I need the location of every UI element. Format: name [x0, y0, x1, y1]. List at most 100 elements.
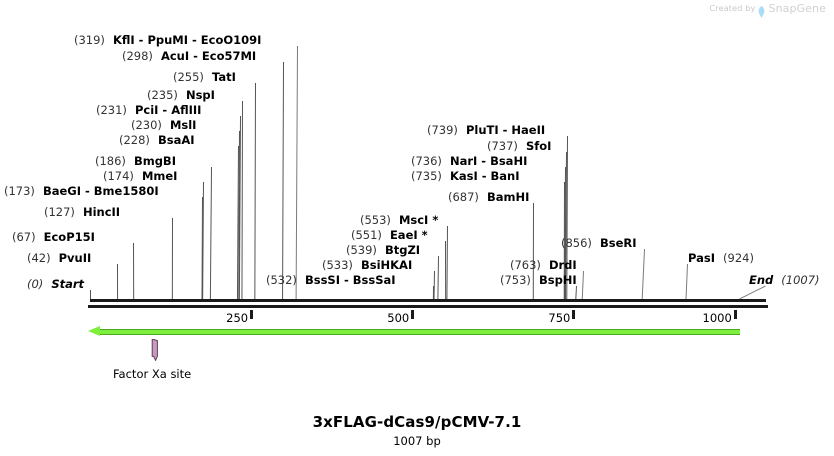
enzyme-site-position: (228) — [119, 133, 150, 147]
ruler-tick — [733, 310, 737, 319]
enzyme-site-name: Start — [51, 277, 85, 291]
enzyme-site-position: (298) — [122, 49, 153, 63]
enzyme-site-position: (1007) — [781, 273, 820, 287]
enzyme-site-name: PvuII — [58, 251, 92, 265]
enzyme-site-label[interactable]: (0) Start — [27, 278, 84, 290]
enzyme-site-label[interactable]: (235) NspI — [147, 89, 215, 101]
enzyme-site-name: BtgZI — [384, 243, 421, 257]
enzyme-site-label[interactable]: (127) HincII — [44, 206, 120, 218]
enzyme-leader-line — [202, 181, 204, 300]
enzyme-site-position: (255) — [173, 70, 204, 84]
enzyme-site-label[interactable]: (735) KasI - BanI — [411, 170, 520, 182]
enzyme-site-position: (42) — [27, 251, 51, 265]
snapgene-logo-icon — [758, 3, 765, 18]
enzyme-site-name: NarI - BsaHI — [449, 154, 528, 168]
enzyme-site-label[interactable]: (174) MmeI — [103, 170, 177, 182]
enzyme-site-name: BaeGI - Bme1580I — [42, 184, 159, 198]
enzyme-site-name: BseRI — [599, 236, 637, 250]
enzyme-site-position: (924) — [723, 251, 754, 265]
enzyme-site-position: (231) — [96, 103, 127, 117]
enzyme-site-label[interactable]: (228) BsaAI — [119, 134, 195, 146]
enzyme-site-position: (174) — [103, 169, 134, 183]
enzyme-site-name: BmgBI — [133, 154, 176, 168]
sequence-backbone-upper — [90, 299, 766, 302]
enzyme-site-name: PluTI - HaeII — [465, 123, 546, 137]
enzyme-site-position: (736) — [411, 154, 442, 168]
enzyme-site-position: (186) — [95, 154, 126, 168]
enzyme-site-position: (739) — [427, 123, 458, 137]
enzyme-site-position: (67) — [12, 230, 36, 244]
enzyme-site-name: MslI — [169, 118, 197, 132]
enzyme-site-label[interactable]: (533) BsiHKAI — [322, 259, 412, 271]
factor-xa-site-marker[interactable] — [148, 338, 162, 362]
enzyme-site-name: HincII — [82, 205, 121, 219]
enzyme-site-name: EaeI * — [389, 228, 428, 242]
enzyme-leader-line — [254, 82, 256, 300]
enzyme-site-label[interactable]: (231) PciI - AflIII — [96, 104, 201, 116]
enzyme-leader-line — [437, 255, 439, 300]
enzyme-site-position: (856) — [561, 236, 592, 250]
enzyme-site-label[interactable]: (736) NarI - BsaHI — [411, 155, 527, 167]
enzyme-leader-line — [90, 290, 91, 299]
enzyme-site-label[interactable]: (763) DrdI — [510, 259, 577, 271]
enzyme-leader-line — [171, 217, 173, 300]
ruler-tick-label: 750 — [548, 311, 571, 325]
enzyme-site-label[interactable]: (67) EcoP15I — [12, 231, 95, 243]
enzyme-site-name: BssSI - BssSaI — [304, 273, 396, 287]
enzyme-site-label[interactable]: (737) SfoI — [487, 140, 551, 152]
enzyme-site-label[interactable]: (42) PvuII — [27, 252, 91, 264]
enzyme-leader-line — [575, 285, 577, 300]
orf-arrow-head — [88, 326, 100, 336]
ruler-tick-label: 250 — [226, 311, 249, 325]
enzyme-site-label[interactable]: (532) BssSI - BssSaI — [266, 274, 396, 286]
snapgene-watermark: Created by SnapGene — [709, 2, 826, 18]
enzyme-leader-line — [433, 270, 435, 300]
enzyme-site-label[interactable]: (753) BspHI — [500, 274, 577, 286]
enzyme-site-name: BsiHKAI — [360, 258, 413, 272]
enzyme-site-label[interactable]: PasI (924) — [688, 252, 754, 264]
enzyme-leader-line — [641, 248, 645, 300]
ruler-tick — [250, 310, 254, 319]
enzyme-site-position: (127) — [44, 205, 75, 219]
ruler-tick — [572, 310, 576, 319]
factor-xa-site-label: Factor Xa site — [113, 367, 192, 381]
enzyme-site-position: (230) — [131, 118, 162, 132]
enzyme-site-label[interactable]: End (1007) — [749, 274, 820, 286]
enzyme-site-label[interactable]: (551) EaeI * — [351, 229, 428, 241]
enzyme-site-label[interactable]: (173) BaeGI - Bme1580I — [4, 185, 159, 197]
enzyme-leader-line — [282, 61, 284, 300]
enzyme-site-label[interactable]: (186) BmgBI — [95, 155, 176, 167]
enzyme-leader-line — [446, 225, 448, 300]
enzyme-site-position: (551) — [351, 228, 382, 242]
enzyme-site-label[interactable]: (687) BamHI — [448, 191, 529, 203]
plasmid-length: 1007 bp — [393, 434, 441, 448]
enzyme-site-name: BamHI — [486, 190, 530, 204]
enzyme-site-name: PasI — [688, 251, 716, 265]
orf-arrow[interactable] — [88, 326, 740, 338]
enzyme-site-name: KasI - BanI — [449, 169, 520, 183]
enzyme-site-label[interactable]: (230) MslI — [131, 119, 196, 131]
enzyme-site-label[interactable]: (856) BseRI — [561, 237, 637, 249]
watermark-created-by-text: Created by — [709, 4, 756, 13]
enzyme-site-name: AcuI - Eco57MI — [160, 49, 257, 63]
enzyme-site-name: SfoI — [525, 139, 552, 153]
enzyme-leader-line — [209, 166, 212, 299]
enzyme-site-label[interactable]: (298) AcuI - Eco57MI — [122, 50, 256, 62]
enzyme-site-name: TatI — [211, 70, 236, 84]
enzyme-site-label[interactable]: (255) TatI — [173, 71, 236, 83]
watermark-product-name: SnapGene — [768, 2, 826, 15]
enzyme-site-label[interactable]: (319) KflI - PpuMI - EcoO109I — [74, 34, 261, 46]
enzyme-site-position: (173) — [4, 184, 35, 198]
enzyme-site-position: (319) — [74, 33, 105, 47]
enzyme-site-label[interactable]: (739) PluTI - HaeII — [427, 124, 545, 136]
enzyme-site-name: BsaAI — [157, 133, 195, 147]
sequence-backbone-lower — [88, 305, 768, 308]
enzyme-site-label[interactable]: (553) MscI * — [360, 214, 438, 226]
enzyme-site-position: (687) — [448, 190, 479, 204]
enzyme-site-name: End — [749, 273, 774, 287]
enzyme-leader-line — [295, 45, 298, 299]
enzyme-leader-line — [117, 263, 119, 300]
ruler-tick-label: 1000 — [702, 311, 732, 325]
enzyme-site-position: (539) — [346, 243, 377, 257]
enzyme-site-label[interactable]: (539) BtgZI — [346, 244, 420, 256]
